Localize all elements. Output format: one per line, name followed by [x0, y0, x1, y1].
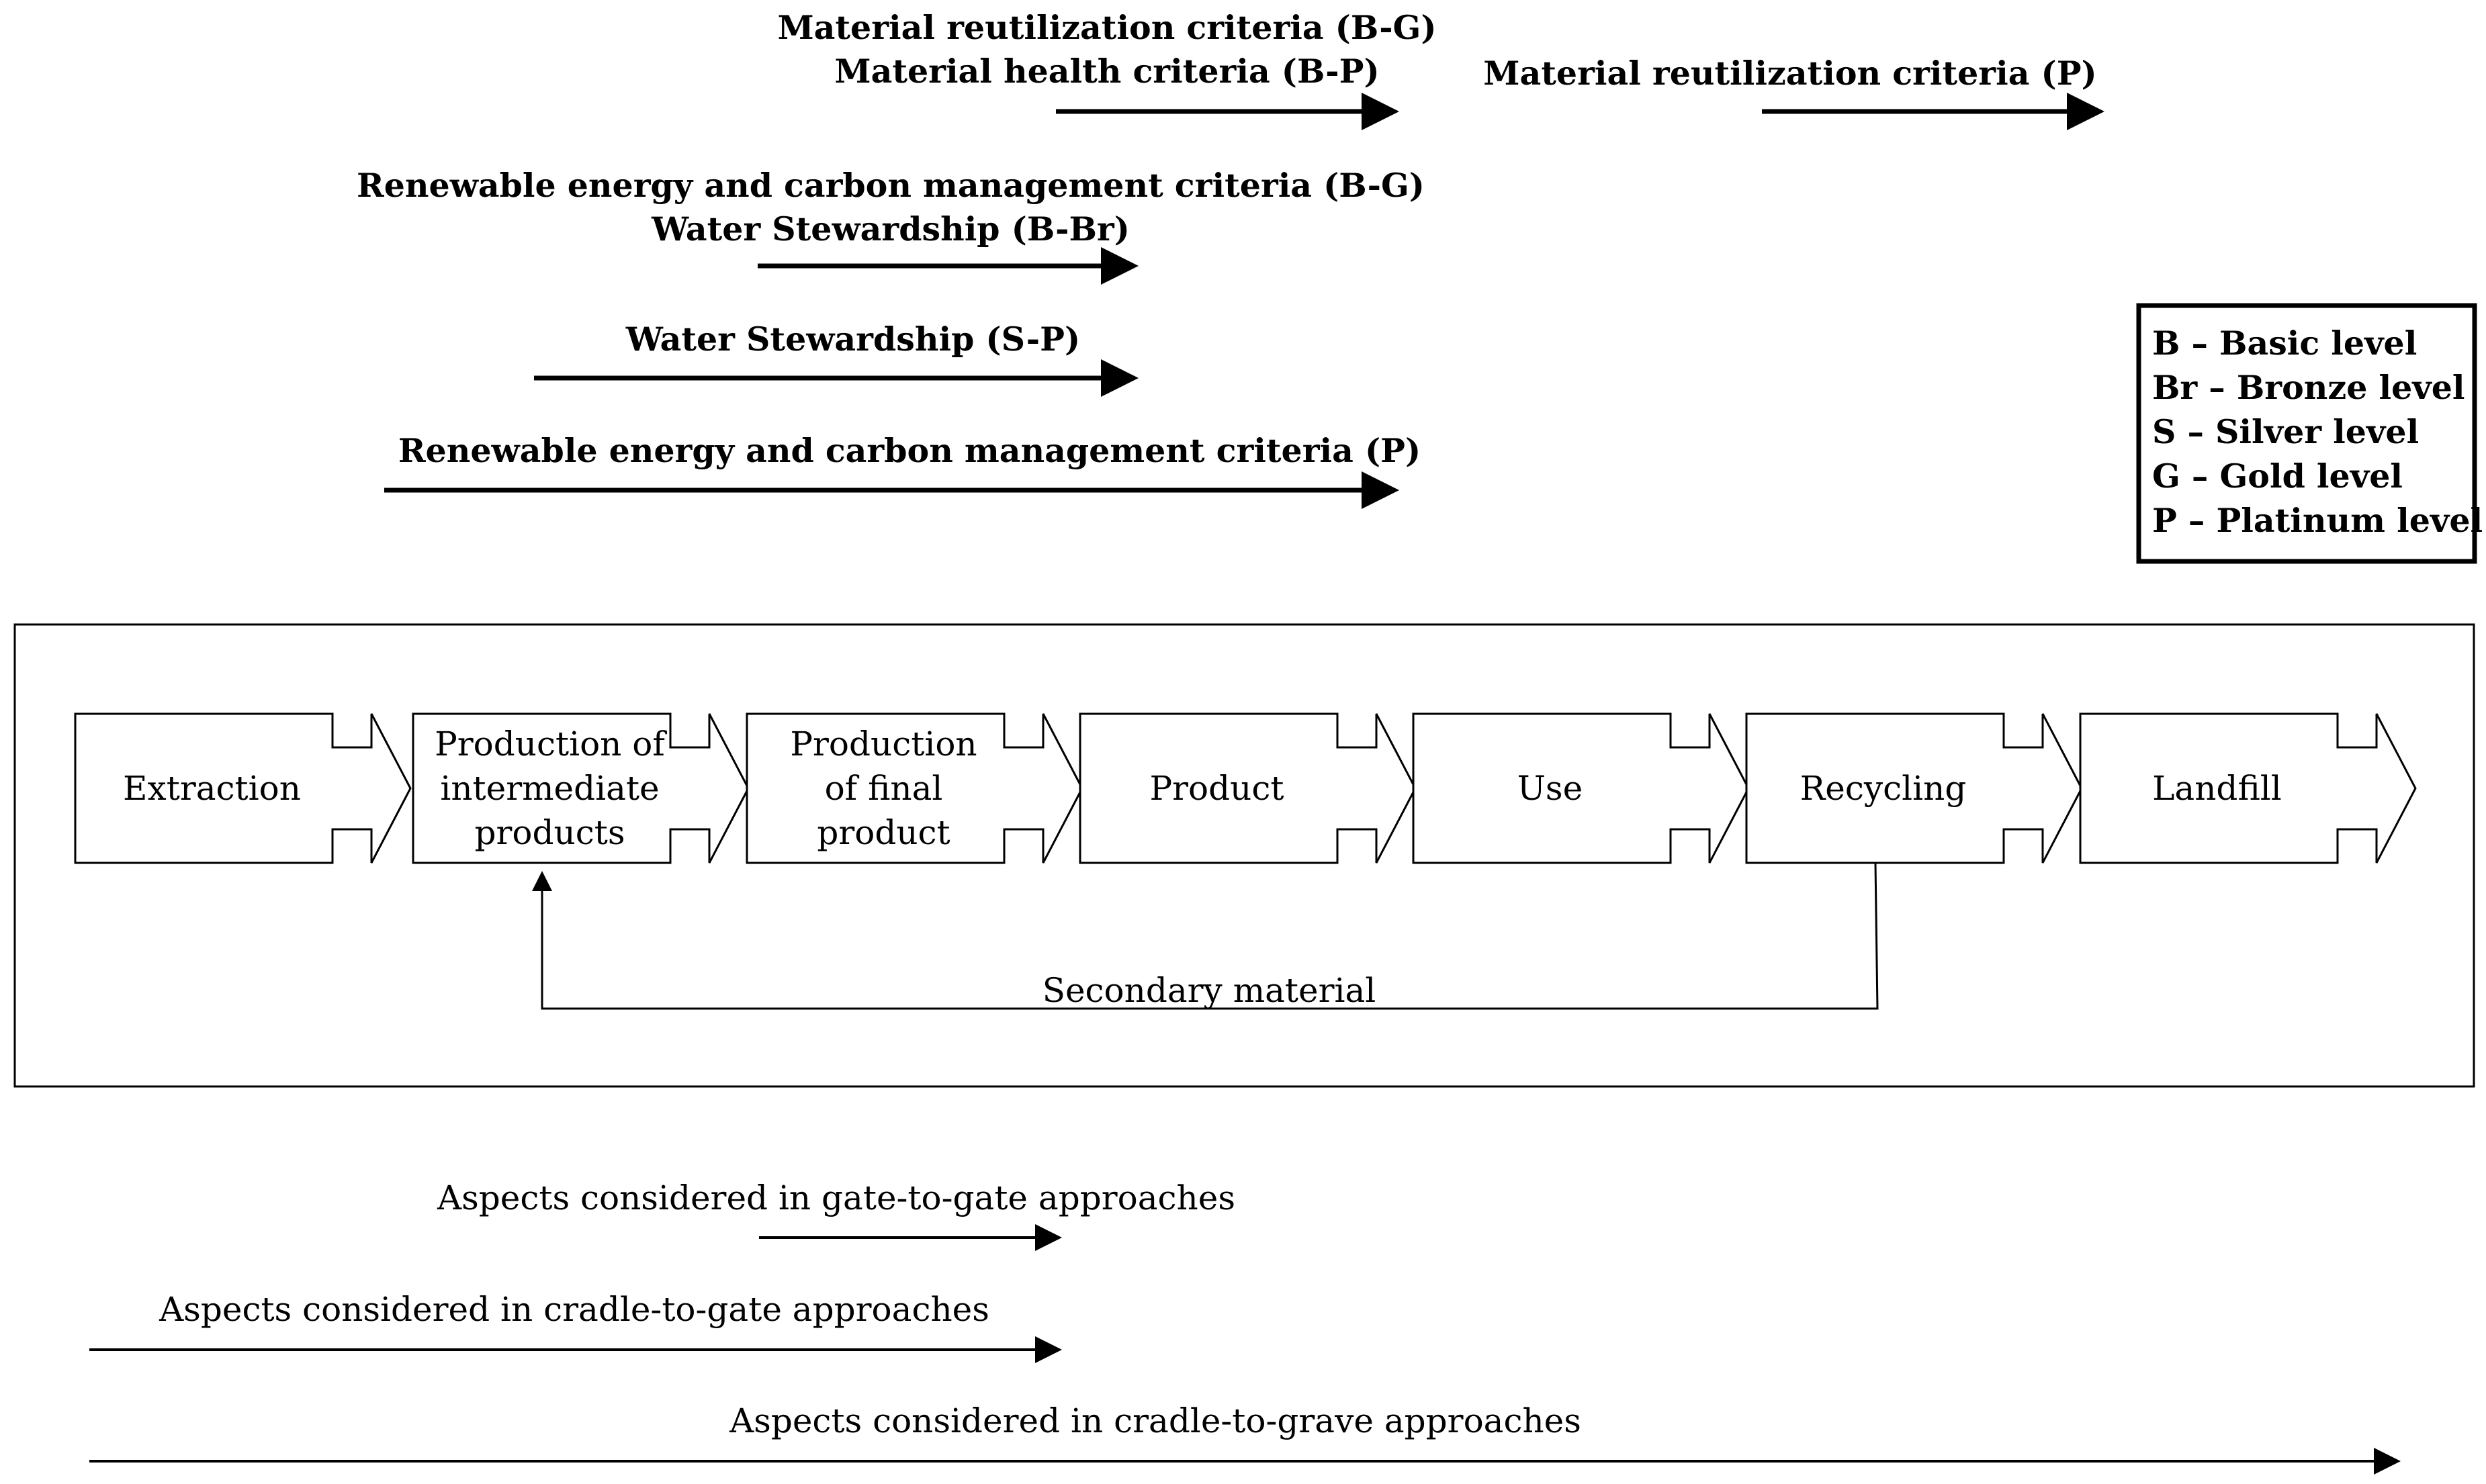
criterion-label: Material reutilization criteria (B-G) — [777, 8, 1436, 47]
stage-label: Production of — [435, 725, 667, 763]
criteria-group: Material reutilization criteria (B-G) Ma… — [357, 8, 2104, 509]
stage-label: Product — [1150, 769, 1284, 808]
legend-item: P – Platinum level — [2152, 501, 2483, 540]
stage-label: Landfill — [2152, 769, 2282, 808]
criterion-label: Water Stewardship (S-P) — [625, 320, 1080, 359]
stage-label: Extraction — [123, 769, 301, 808]
life-cycle-frame — [13, 623, 2475, 1088]
legend-item: B – Basic level — [2152, 324, 2417, 363]
scopes-group: Aspects considered in gate-to-gate appro… — [89, 1178, 2401, 1475]
scope-label: Aspects considered in cradle-to-gate app… — [159, 1290, 989, 1329]
scope-label: Aspects considered in gate-to-gate appro… — [437, 1178, 1235, 1217]
stages-row: Extraction Production of intermediate produ… — [74, 712, 2417, 864]
secondary-material-label: Secondary material — [1042, 971, 1376, 1010]
legend-item: G – Gold level — [2152, 457, 2403, 496]
criterion-label: Material reutilization criteria (P) — [1483, 54, 2096, 93]
secondary-material-loop: Secondary material — [532, 862, 1879, 1010]
stage-label: of final — [825, 769, 943, 808]
stage-box — [1412, 712, 1750, 864]
legend: B – Basic level Br – Bronze level S – Si… — [2136, 303, 2483, 564]
stage-label: product — [817, 813, 950, 852]
stage-box — [1745, 712, 2083, 864]
stage-box — [412, 712, 750, 864]
stage-box — [746, 712, 1083, 864]
criterion-label: Renewable energy and carbon management c… — [398, 431, 1421, 470]
stage-label: intermediate — [440, 769, 659, 808]
stage-label: products — [475, 813, 625, 852]
feedback-arrow — [532, 862, 1879, 1010]
legend-box — [2136, 303, 2477, 564]
legend-item: Br – Bronze level — [2152, 368, 2465, 407]
stage-label: Production — [790, 725, 977, 763]
stage-box — [1079, 712, 1417, 864]
scope-label: Aspects considered in cradle-to-grave ap… — [729, 1401, 1581, 1440]
criterion-label: Water Stewardship (B-Br) — [651, 210, 1130, 248]
criterion-label: Material health criteria (B-P) — [834, 52, 1379, 91]
criterion-label: Renewable energy and carbon management c… — [357, 166, 1425, 205]
legend-item: S – Silver level — [2152, 412, 2419, 451]
stage-label: Recycling — [1800, 769, 1967, 808]
stage-label: Use — [1517, 769, 1583, 808]
stage-box — [2079, 712, 2417, 864]
stage-box — [74, 712, 412, 864]
